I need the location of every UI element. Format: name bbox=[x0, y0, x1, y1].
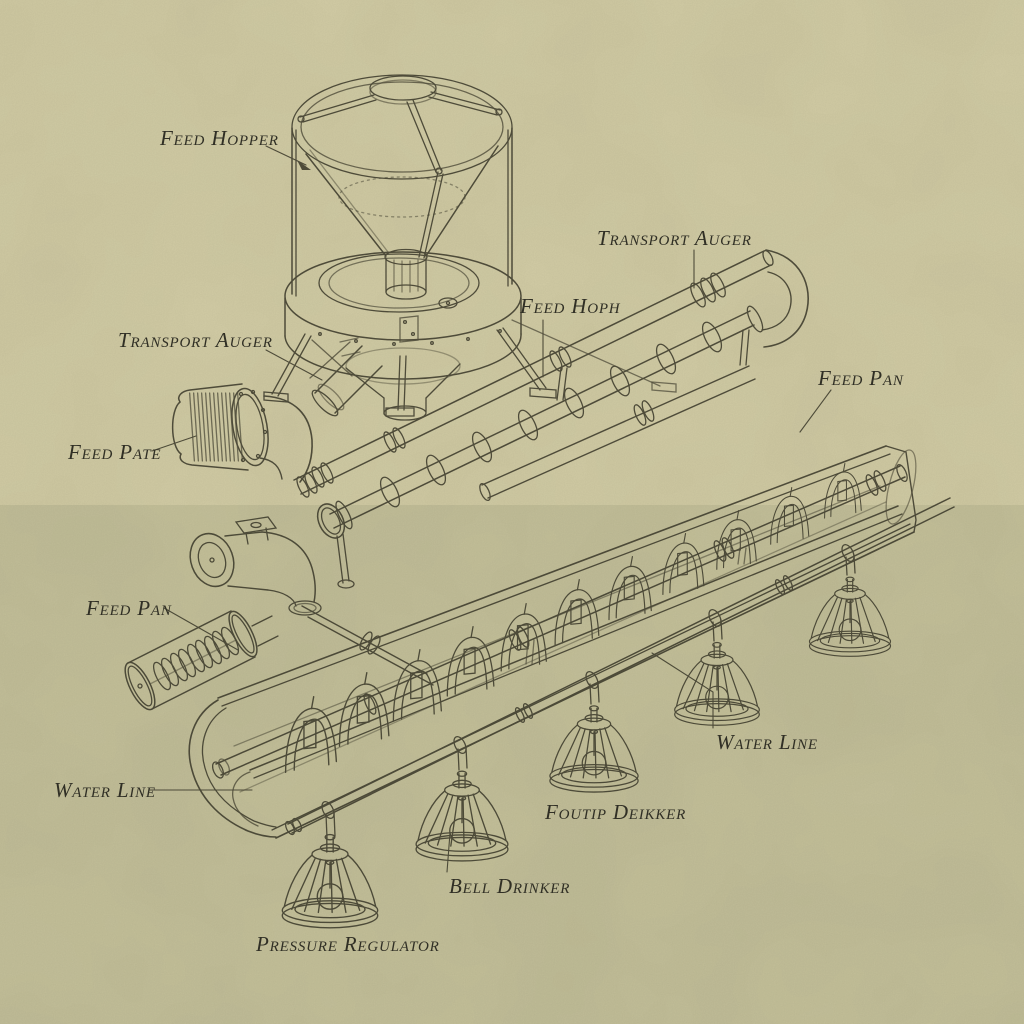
label-water-line-right: Water Line bbox=[716, 730, 818, 754]
label-pressure-regulator: Pressure Regulator bbox=[256, 932, 440, 956]
label-foutip-deikker: Foutip Deikker bbox=[545, 800, 687, 824]
label-feed-pate: Feed Pate bbox=[68, 440, 162, 464]
label-feed-hoph: Feed Hoph bbox=[520, 294, 621, 318]
label-water-line-left: Water Line bbox=[54, 778, 156, 802]
label-feed-pan-left: Feed Pan bbox=[86, 596, 172, 620]
leader-lines bbox=[149, 145, 832, 873]
label-bell-drinker: Bell Drinker bbox=[449, 874, 571, 898]
transport-auger-pipes-drawing bbox=[293, 249, 809, 589]
bell-drinker-drop bbox=[808, 543, 892, 657]
water-line-drawing bbox=[281, 497, 955, 929]
feed-trough-drawing bbox=[188, 445, 917, 839]
bell-drinker-drop bbox=[415, 735, 509, 862]
label-transport-auger-left: Transport Auger bbox=[118, 328, 273, 352]
bell-drinker-drop bbox=[674, 608, 760, 726]
label-feed-hopper: Feed Hopper bbox=[160, 126, 279, 150]
drive-motor-drawing bbox=[171, 383, 321, 500]
label-feed-pan-right: Feed Pan bbox=[818, 366, 904, 390]
bell-drinker-drop bbox=[281, 800, 379, 929]
label-transport-auger-right: Transport Auger bbox=[597, 226, 752, 250]
bell-drinker-drop bbox=[549, 670, 639, 793]
feed-pan-auger-detail-drawing bbox=[124, 610, 279, 711]
